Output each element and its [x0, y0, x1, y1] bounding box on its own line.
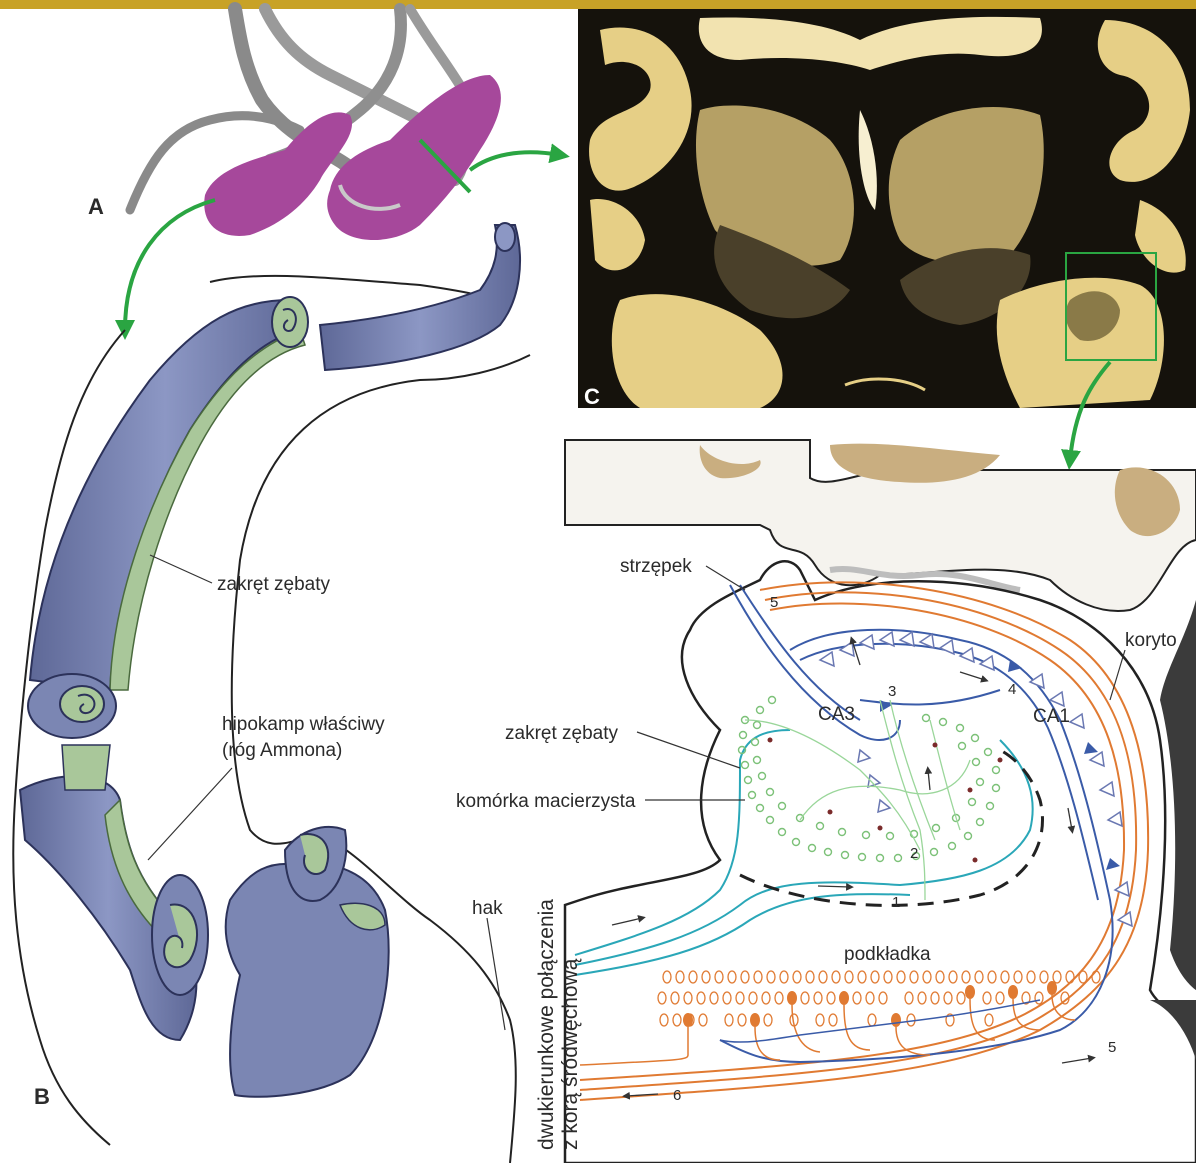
top-color-bar	[0, 0, 1196, 9]
panel-a-label: A	[88, 194, 104, 219]
panel-b-hippocampus-drawing	[13, 223, 530, 1163]
label-dentate-gyrus-right: zakręt zębaty	[505, 723, 618, 744]
pathway-number-1: 1	[892, 894, 900, 911]
label-subiculum: podkładka	[844, 944, 931, 965]
leader-uncus	[487, 918, 505, 1030]
arrow-to-panel-b	[125, 200, 215, 330]
leader-dentate-left	[150, 555, 212, 583]
arrow-to-panel-c	[470, 152, 560, 170]
pathway-number-5-top: 5	[770, 594, 778, 611]
svg-text:dwukierunkowe połączenia: dwukierunkowe połączenia	[535, 899, 558, 1150]
label-alveus: koryto	[1125, 630, 1177, 651]
panel-b-label: B	[34, 1084, 50, 1109]
right-hippocampus-3d	[327, 75, 501, 240]
panel-c-label: C	[584, 384, 600, 409]
label-fimbria: strzępek	[620, 556, 692, 577]
panel-d-circuit-diagram	[565, 440, 1196, 1163]
pathway-number-5-bottom: 5	[1108, 1039, 1116, 1056]
label-uncus: hak	[472, 898, 503, 919]
pathway-number-3: 3	[888, 683, 896, 700]
label-hippocampus-proper: hipokamp właściwy	[222, 714, 385, 735]
leader-ammon-horn	[148, 768, 232, 860]
label-stem-cell: komórka macierzysta	[456, 791, 636, 812]
pathway-number-2: 2	[910, 845, 918, 862]
label-ca3: CA3	[818, 704, 855, 725]
left-hippocampus-3d	[204, 112, 352, 236]
leader-fimbria	[706, 566, 745, 590]
label-ca1: CA1	[1033, 706, 1070, 727]
svg-text:z korą śródwęchową: z korą śródwęchową	[559, 958, 582, 1150]
label-ammons-horn: (róg Ammona)	[222, 740, 342, 761]
pathway-number-6: 6	[673, 1087, 681, 1104]
panel-a-3d-model	[130, 9, 501, 240]
panel-c-brain-section	[578, 9, 1196, 408]
pathway-number-4: 4	[1008, 681, 1016, 698]
label-dentate-gyrus-left: zakręt zębaty	[217, 574, 330, 595]
upper-right-tube	[320, 225, 520, 370]
